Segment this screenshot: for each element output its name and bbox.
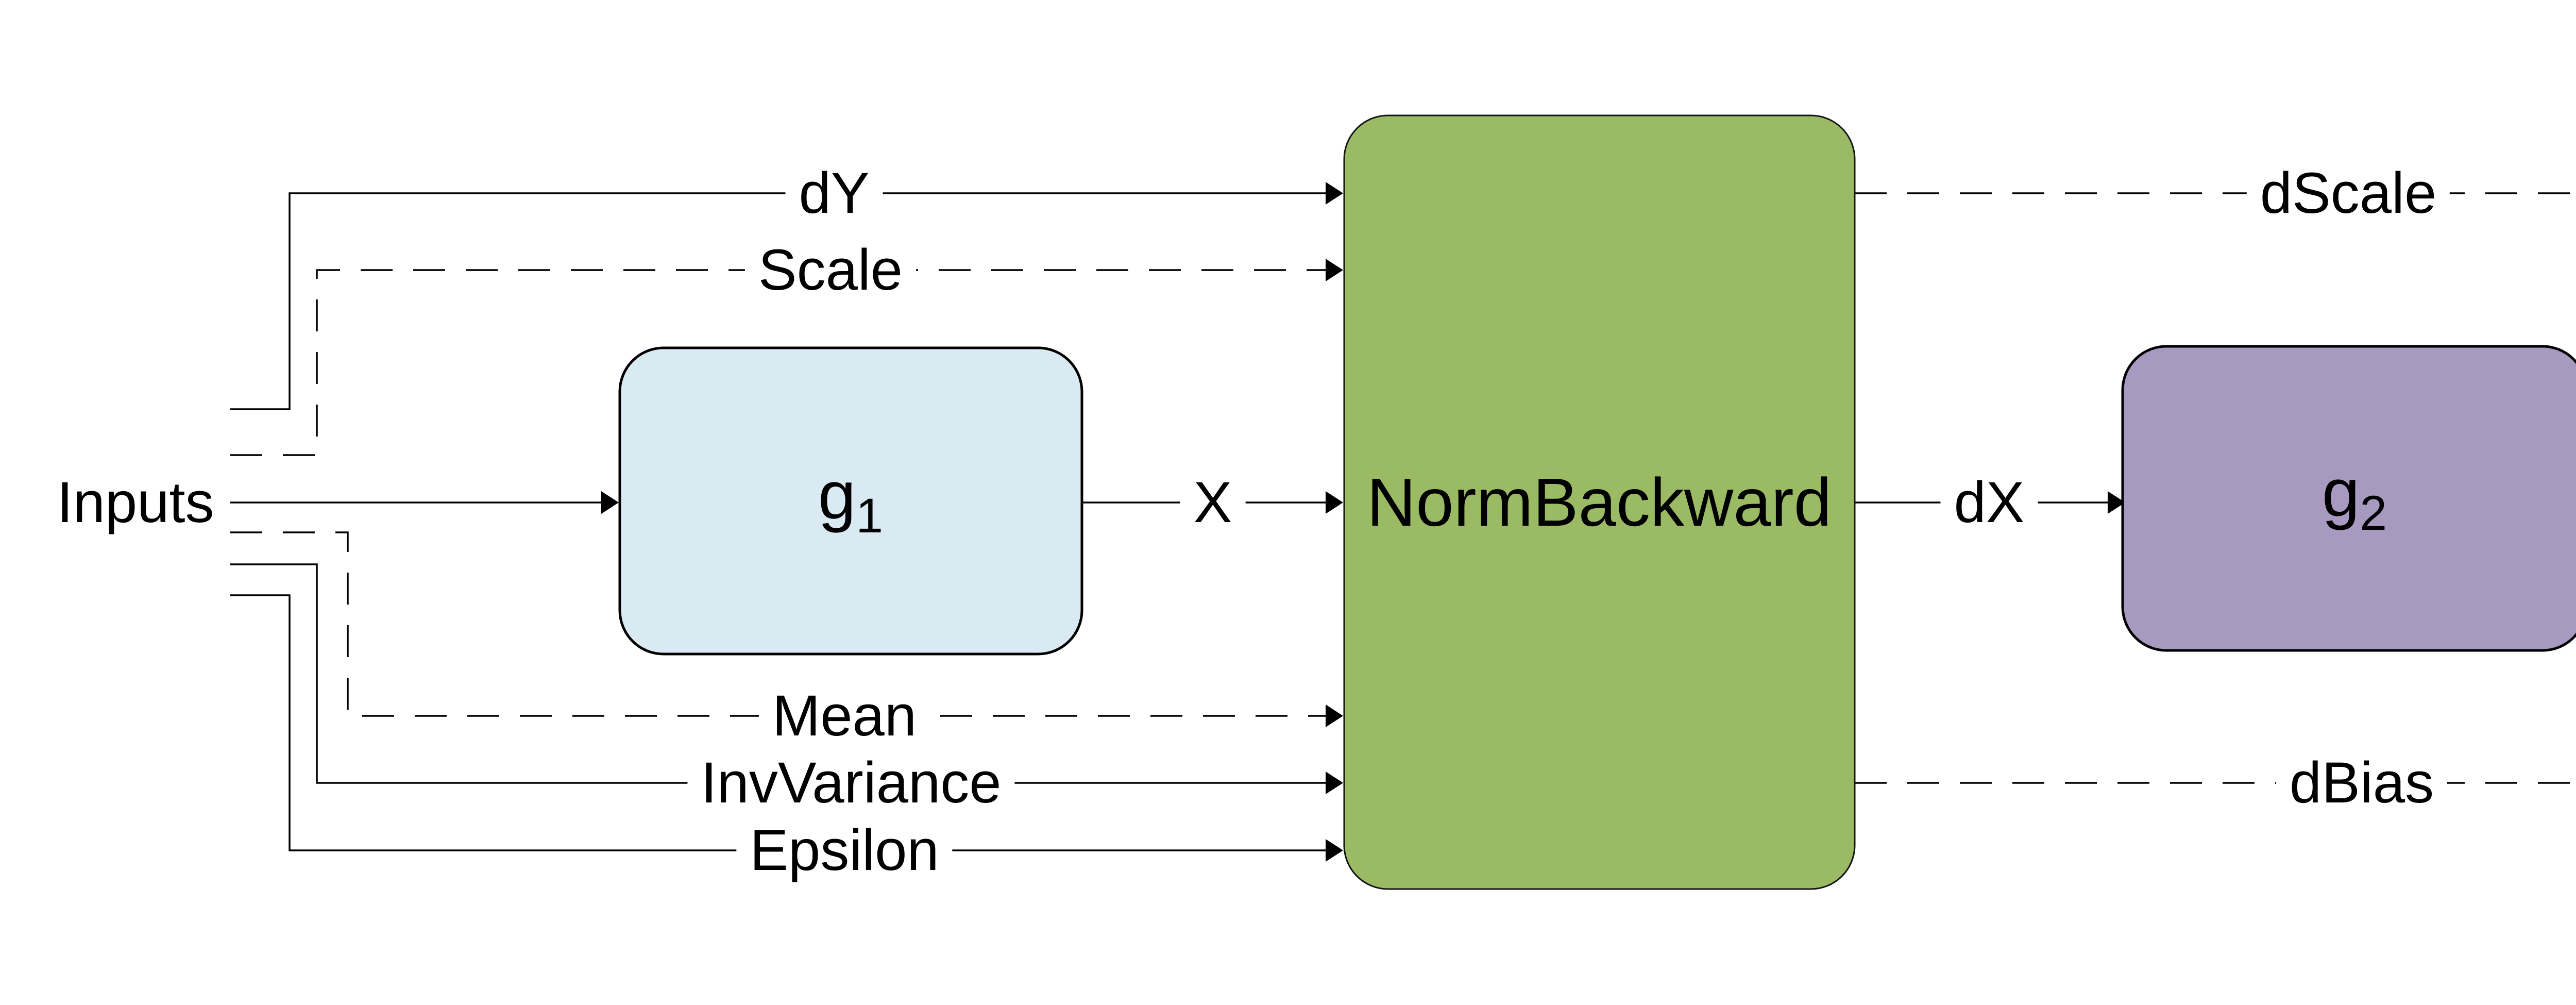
dscale-edge-label: dScale (2246, 163, 2450, 224)
dy-edge-label: dY (785, 163, 883, 224)
invvariance-arrowhead-icon (1326, 772, 1343, 794)
g1-label-subscript: 1 (856, 488, 884, 543)
inputs-label: Inputs (57, 470, 214, 535)
scale-arrowhead-icon (1326, 259, 1343, 281)
mean-edge-label: Mean (758, 685, 930, 746)
inputs-to-g1-arrowhead-icon (601, 491, 619, 514)
g1-label-main: g (818, 457, 856, 533)
g2-node-box (2121, 345, 2576, 652)
g1-node-label: g1 (818, 461, 883, 541)
g2-label-subscript: 2 (2360, 485, 2387, 541)
dy-arrowhead-icon (1326, 182, 1343, 205)
epsilon-arrowhead-icon (1326, 839, 1343, 862)
invvariance-edge-label: InvVariance (687, 752, 1015, 813)
g2-node-label: g2 (2322, 459, 2387, 538)
epsilon-edge-label: Epsilon (736, 820, 953, 881)
dx-edge-label: dX (1940, 472, 2038, 533)
x-arrowhead-icon (1326, 491, 1343, 514)
normbackward-node-label: NormBackward (1366, 464, 1832, 540)
g2-label-main: g (2321, 455, 2360, 531)
x-edge-label: X (1180, 472, 1246, 533)
mean-arrowhead-icon (1326, 705, 1343, 727)
dx-arrowhead-icon (2108, 491, 2125, 514)
g1-node-box (618, 346, 1083, 656)
dbias-edge-label: dBias (2276, 752, 2448, 813)
normbackward-node-box (1343, 114, 1856, 890)
scale-edge-line (230, 269, 1327, 456)
scale-edge-label: Scale (744, 240, 917, 300)
